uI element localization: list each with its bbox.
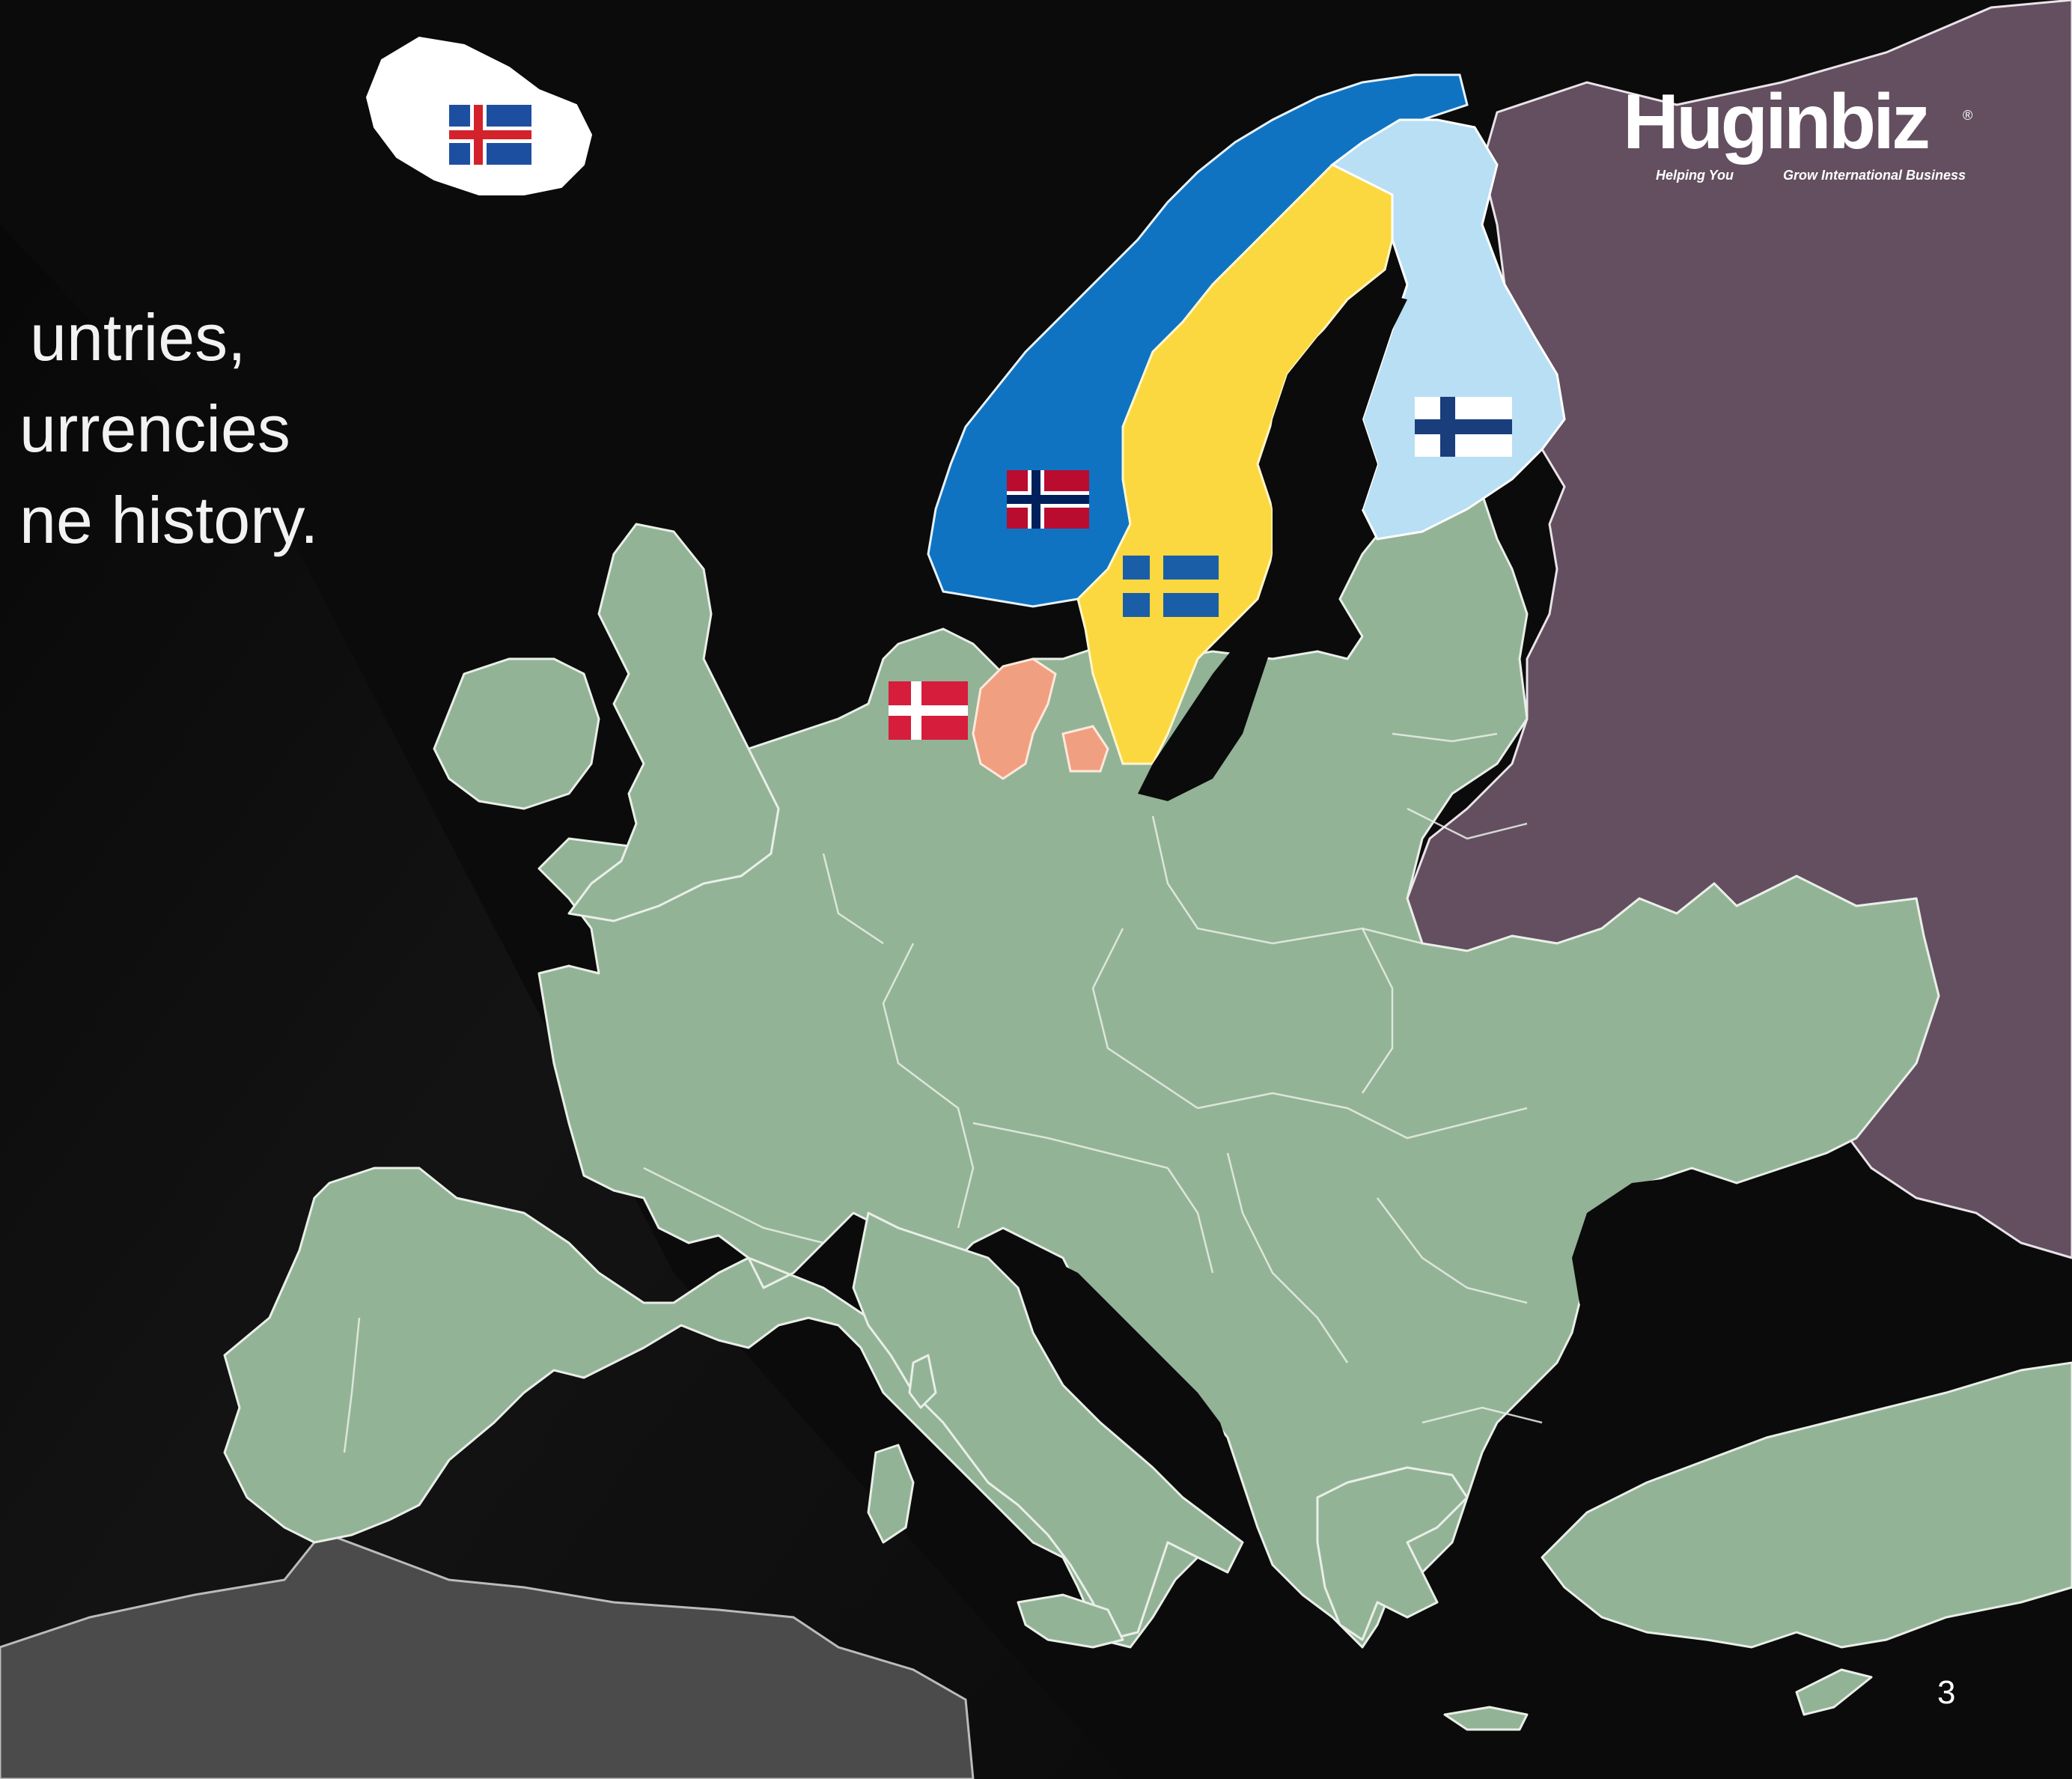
sardinia	[867, 1444, 915, 1544]
greece	[1316, 1466, 1469, 1641]
logo-tagline-left: Helping You	[1656, 168, 1734, 183]
intro-line: untries,	[30, 300, 246, 374]
ireland	[433, 657, 600, 810]
denmark-flag	[889, 681, 968, 740]
sicily	[1017, 1593, 1124, 1649]
norway-flag	[1007, 470, 1089, 529]
baltic-sea	[1138, 292, 1407, 801]
corsica	[908, 1354, 937, 1409]
italy	[852, 1211, 1244, 1641]
crete	[1443, 1706, 1529, 1731]
logo-wordmark: Huginbiz	[1623, 79, 1931, 165]
page-number: 3	[1937, 1674, 1956, 1711]
logo-registered-mark: ®	[1963, 108, 1973, 123]
finland-flag	[1415, 397, 1512, 457]
logo-tagline-right: Grow International Business	[1783, 168, 1966, 183]
intro-text: untries, urrencies ne history.	[0, 292, 318, 566]
intro-line: urrencies	[19, 392, 290, 466]
turkey	[1541, 1361, 2072, 1649]
great-britain	[567, 523, 780, 922]
iceland-flag	[449, 105, 531, 165]
sweden-flag	[1123, 556, 1219, 617]
denmark	[972, 657, 1109, 780]
adriatic-sea	[1048, 1258, 1228, 1445]
country-borders	[343, 732, 1543, 1453]
cyprus	[1795, 1668, 1873, 1716]
intro-line: ne history.	[19, 483, 319, 557]
north-africa	[0, 1533, 975, 1779]
black-sea	[1572, 1176, 1916, 1378]
huginbiz-logo: Huginbiz ® Helping You Grow Internationa…	[1623, 81, 1982, 186]
